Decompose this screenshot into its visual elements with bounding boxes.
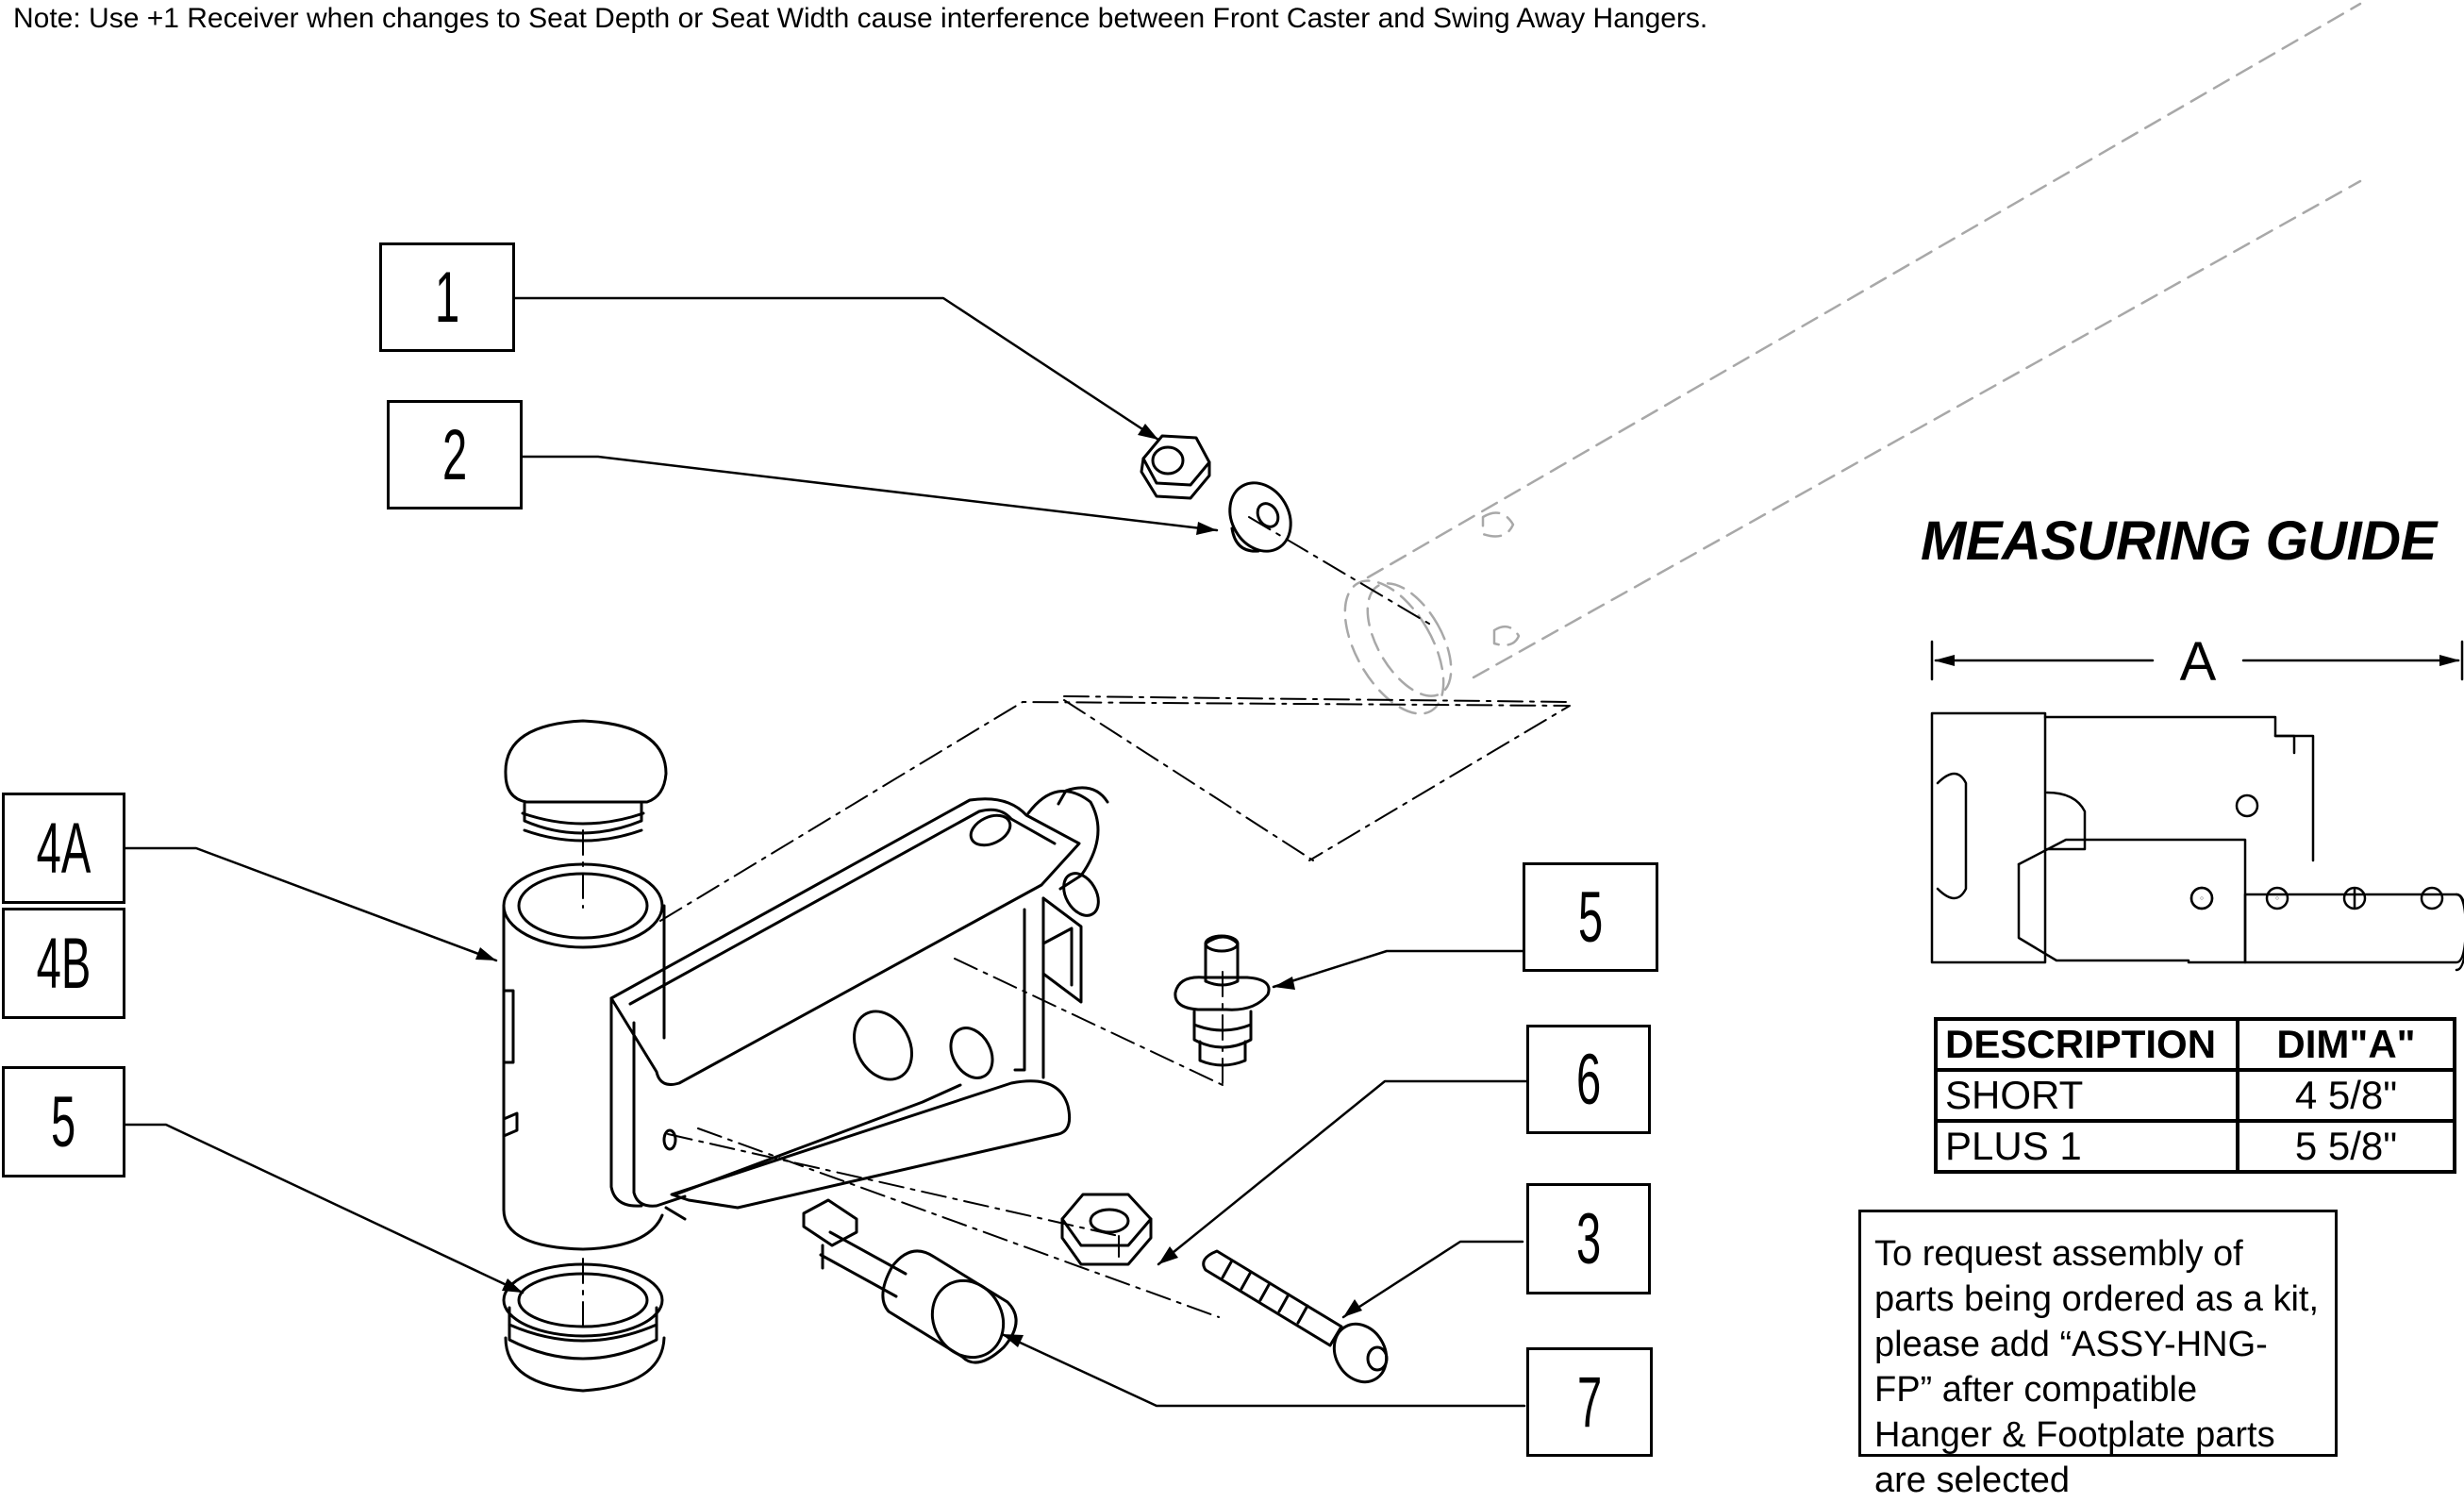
kit-assembly-note: To request assembly of parts being order…	[1858, 1210, 2338, 1457]
dimension-table: DESCRIPTION DIM"A" SHORT 4 5/8" PLUS 1 5…	[1934, 1017, 2456, 1174]
hanger-bracket	[611, 788, 1107, 1219]
callout-4b: 4B	[2, 908, 125, 1019]
centerlines	[583, 517, 1570, 1334]
part-4-receiver-tube	[504, 721, 666, 1391]
callout-5-right: 5	[1523, 862, 1658, 972]
callout-2: 2	[387, 400, 523, 509]
interference-note: Note: Use +1 Receiver when changes to Se…	[13, 0, 1707, 38]
part-1-nut	[1141, 436, 1209, 498]
part-7-bumper	[804, 1200, 1017, 1370]
callout-4a: 4A	[2, 793, 125, 904]
callout-7: 7	[1526, 1347, 1653, 1457]
part-5-plunger	[1175, 936, 1269, 1065]
callout-1: 1	[379, 242, 515, 352]
table-cell: SHORT	[1936, 1070, 2238, 1121]
part-3-screw	[1204, 1251, 1397, 1392]
frame-tube-phantom	[1324, 4, 2360, 730]
part-6-nut	[1062, 1194, 1151, 1264]
table-cell: PLUS 1	[1936, 1121, 2238, 1172]
callout-3: 3	[1526, 1183, 1651, 1294]
table-cell: 5 5/8"	[2238, 1121, 2455, 1172]
part-2-washer	[1218, 472, 1303, 562]
table-header-row: DESCRIPTION DIM"A"	[1936, 1019, 2455, 1070]
table-header: DIM"A"	[2238, 1019, 2455, 1070]
callout-6: 6	[1526, 1025, 1651, 1134]
table-cell: 4 5/8"	[2238, 1070, 2455, 1121]
measuring-guide-title: MEASURING GUIDE	[1921, 509, 2437, 573]
table-row: SHORT 4 5/8"	[1936, 1070, 2455, 1121]
table-row: PLUS 1 5 5/8"	[1936, 1121, 2455, 1172]
table-header: DESCRIPTION	[1936, 1019, 2238, 1070]
dimension-letter: A	[2179, 630, 2217, 693]
callout-5-left: 5	[2, 1066, 125, 1177]
